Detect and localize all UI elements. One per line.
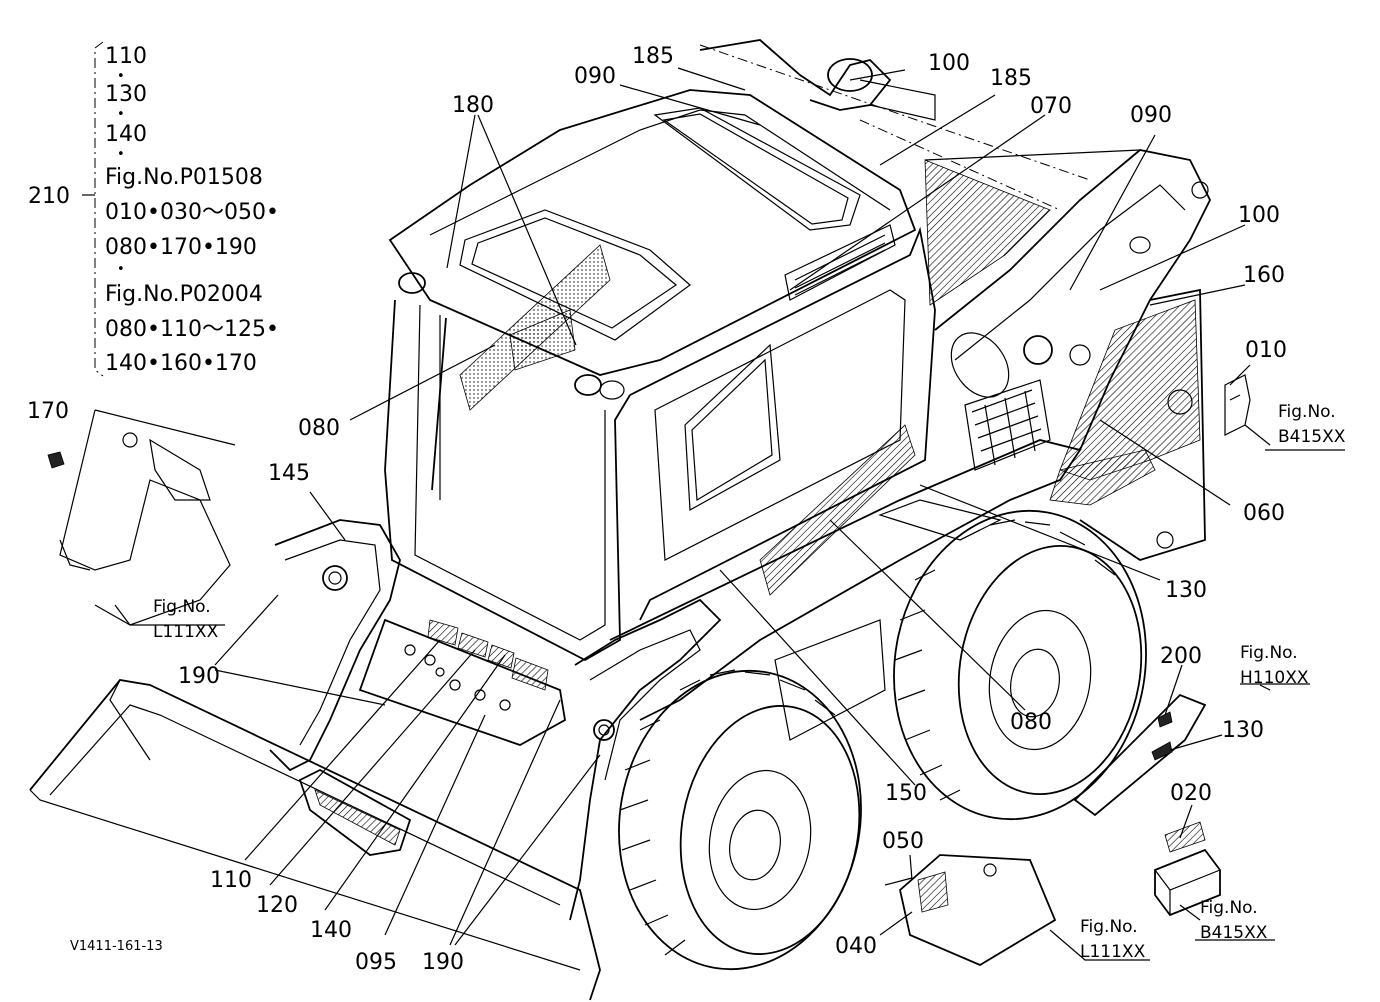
engine-deck-hatch (924, 159, 1051, 306)
callout-130: 130 (1222, 718, 1264, 743)
bracket-line-2: 130 (105, 82, 147, 107)
callout-060: 060 (1243, 501, 1285, 526)
cab-front-frame (384, 299, 631, 662)
fig-ref-l111-bottom-line2: L111XX (1080, 942, 1146, 962)
bracket-210 (94, 41, 104, 377)
lift-arm-right (569, 598, 722, 921)
callout-090: 090 (574, 64, 616, 89)
label-210: 210 (28, 184, 70, 209)
plate-200 (1073, 693, 1207, 817)
drawing-id: V1411-161-13 (70, 939, 163, 954)
side-panel-decal (759, 424, 916, 596)
lift-arm-left (269, 519, 401, 772)
decal-020 (1164, 821, 1206, 853)
callout-010: 010 (1245, 338, 1287, 363)
fig-ref-b415-top-line1: Fig.No. (1278, 402, 1336, 422)
callout-190: 190 (422, 950, 464, 975)
callout-185: 185 (990, 66, 1032, 91)
callout-145: 145 (268, 461, 310, 486)
callout-170: 170 (27, 399, 69, 424)
bracket-line-3: 140 (105, 122, 147, 147)
fig-ref-b415-bottom-line2: B415XX (1200, 923, 1268, 943)
bracket-line-8: 080•110～125• (105, 317, 279, 342)
bracket-line-7: Fig.No.P02004 (105, 282, 263, 307)
callout-140: 140 (310, 918, 352, 943)
callout-180: 180 (452, 93, 494, 118)
bracket-210-group: 210 110 • 130 • 140 • Fig.No.P01508 010•… (28, 41, 279, 377)
callout-040: 040 (835, 934, 877, 959)
bracket-dot-3: • (117, 147, 125, 162)
callout-185: 185 (632, 44, 674, 69)
wiper-arm (431, 317, 447, 491)
cover-050 (899, 854, 1057, 967)
bracket-line-4: Fig.No.P01508 (105, 165, 263, 190)
work-light-right (574, 374, 602, 396)
bracket-line-5: 010•030～050• (105, 200, 279, 225)
cab-side (629, 226, 936, 621)
roof-window (653, 107, 861, 231)
top-pivot-pin (827, 58, 873, 92)
fig-ref-h110-line1: Fig.No. (1240, 643, 1298, 663)
callout-150: 150 (885, 781, 927, 806)
boom-pivot (1023, 335, 1053, 365)
leader-lines (114, 67, 1345, 961)
fig-ref-l111-bottom-line1: Fig.No. (1080, 917, 1138, 937)
callout-070: 070 (1030, 94, 1072, 119)
fig-ref-l111-left-line1: Fig.No. (153, 597, 211, 617)
callout-120: 120 (256, 893, 298, 918)
fig-ref-b415-top-line2: B415XX (1278, 427, 1346, 447)
callout-100: 100 (1238, 203, 1280, 228)
bracket-dot-4: • (117, 262, 125, 277)
callout-020: 020 (1170, 781, 1212, 806)
insert-detail-170 (47, 409, 236, 626)
bracket-dot-1: • (117, 69, 125, 84)
fig-ref-l111-left-line2: L111XX (153, 622, 219, 642)
cab-roof (388, 89, 917, 376)
callout-095: 095 (355, 950, 397, 975)
roof-hatch (459, 209, 691, 341)
callout-080: 080 (1010, 710, 1052, 735)
side-window (684, 343, 781, 511)
callout-130: 130 (1165, 578, 1207, 603)
bracket-dot-2: • (117, 107, 125, 122)
side-body (609, 439, 1082, 721)
callout-110: 110 (210, 868, 252, 893)
callout-labels: 185 090 100 185 070 180 090 100 160 010 … (27, 44, 1287, 975)
rear-body (1079, 288, 1206, 561)
fig-ref-b415-bottom-line1: Fig.No. (1200, 898, 1258, 918)
decal-170 (47, 451, 65, 469)
bracket-010 (1224, 374, 1251, 436)
callout-090: 090 (1130, 103, 1172, 128)
callout-190: 190 (178, 664, 220, 689)
rear-right-wheel (893, 509, 1147, 821)
box-020 (1154, 848, 1221, 917)
machine-drawing (29, 39, 1251, 1001)
bracket-line-9: 140•160•170 (105, 351, 257, 376)
callout-100: 100 (928, 51, 970, 76)
figure-references: Fig.No. B415XX Fig.No. L111XX Fig.No. H1… (153, 402, 1346, 962)
fig-ref-h110-line2: H110XX (1240, 668, 1309, 688)
bracket-line-1: 110 (105, 44, 147, 69)
callout-200: 200 (1160, 644, 1202, 669)
rear-grille (1059, 299, 1201, 481)
callout-160: 160 (1243, 263, 1285, 288)
callout-080: 080 (298, 416, 340, 441)
step-plate (298, 768, 412, 856)
bucket (29, 679, 601, 1001)
callout-050: 050 (882, 829, 924, 854)
bracket-line-6: 080•170•190 (105, 235, 257, 260)
front-left-wheel (618, 669, 862, 971)
work-light-left (398, 272, 426, 294)
